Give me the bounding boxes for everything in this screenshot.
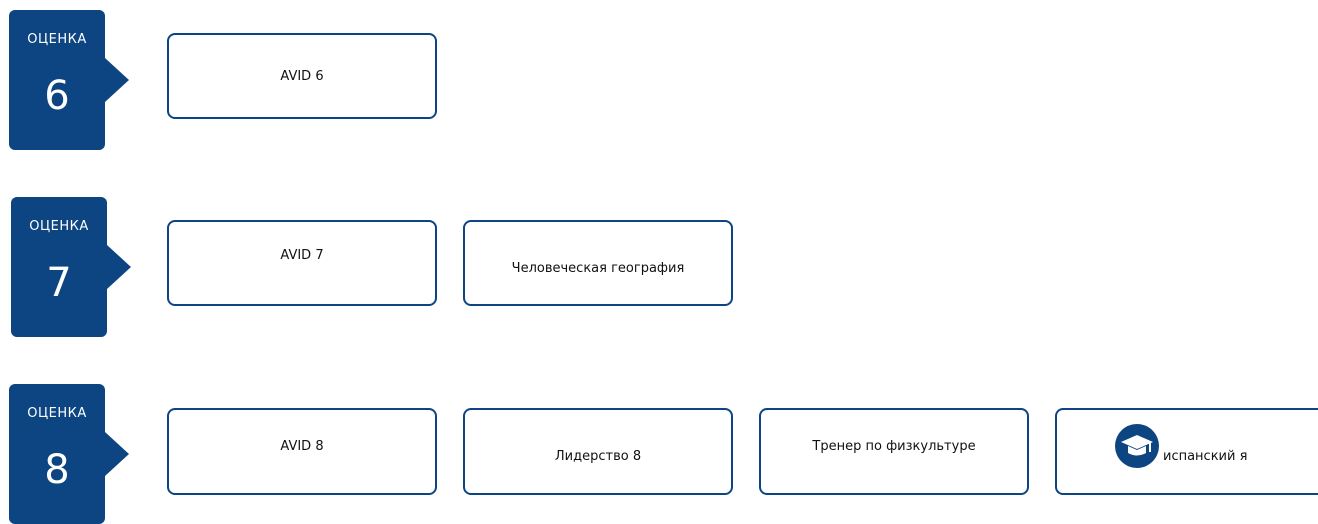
grade-row-6: ОЦЕНКА 6 AVID 6 (0, 8, 1318, 150)
grade-row-8: ОЦЕНКА 8 AVID 8 Лидерство 8 Тренер по фи… (0, 382, 1318, 524)
grade-number: 7 (46, 260, 72, 306)
course-title: AVID 6 (280, 68, 324, 84)
course-title: Лидерство 8 (554, 449, 642, 464)
grade-badge-6: ОЦЕНКА 6 (9, 10, 105, 150)
course-card-pe-coach[interactable]: Тренер по физкультуре (759, 408, 1029, 495)
grade-number: 6 (44, 73, 70, 119)
course-card-leadership-8[interactable]: Лидерство 8 (463, 408, 733, 495)
course-title: AVID 7 (280, 247, 324, 263)
course-card-spanish-1[interactable]: испанский я (1055, 408, 1318, 495)
course-card-avid-7[interactable]: AVID 7 (167, 220, 437, 306)
course-card-avid-8[interactable]: AVID 8 (167, 408, 437, 495)
grade-row-7: ОЦЕНКА 7 AVID 7 Человеческая география (0, 195, 1318, 337)
course-card-avid-6[interactable]: AVID 6 (167, 33, 437, 119)
grade-label: ОЦЕНКА (29, 219, 89, 234)
course-title: AVID 8 (280, 439, 324, 454)
course-card-human-geography[interactable]: Человеческая география (463, 220, 733, 306)
grade-badge-7: ОЦЕНКА 7 (11, 197, 107, 337)
graduation-cap-icon (1115, 423, 1159, 468)
course-title: испанский я (1163, 449, 1248, 464)
grade-label: ОЦЕНКА (27, 32, 87, 47)
grade-badge-8: ОЦЕНКА 8 (9, 384, 105, 524)
grade-number: 8 (44, 447, 70, 493)
course-title: Человеческая география (511, 260, 685, 276)
course-title: Тренер по физкультуре (812, 439, 976, 454)
grade-label: ОЦЕНКА (27, 406, 87, 421)
